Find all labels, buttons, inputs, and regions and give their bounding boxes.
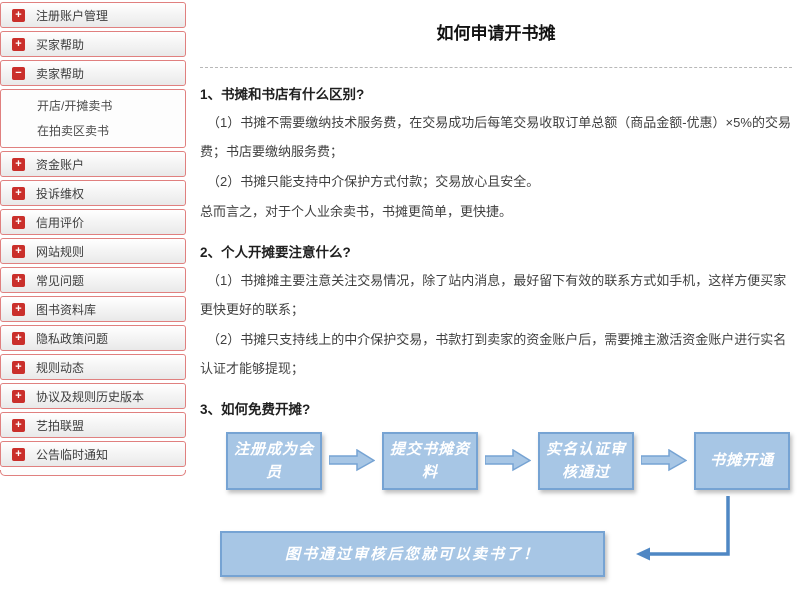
section-paragraphs: （1）书摊不需要缴纳技术服务费，在交易成功后每笔交易收取订单总额（商品金额-优惠…: [200, 108, 792, 226]
plus-icon[interactable]: +: [12, 331, 25, 345]
sidebar-item-label: 图书资料库: [36, 302, 97, 317]
plus-icon[interactable]: +: [12, 215, 25, 229]
sidebar-item[interactable]: + 艺拍联盟: [0, 412, 186, 438]
sidebar-item[interactable]: + 买家帮助: [0, 31, 186, 57]
sidebar-item-label: 常见问题: [36, 273, 85, 288]
flow-result-box: 图书通过审核后您就可以卖书了！: [220, 530, 605, 577]
sidebar-item[interactable]: + 公告临时通知: [0, 441, 186, 467]
flow-step-box: 注册成为会员: [226, 431, 322, 490]
page-title: 如何申请开书摊: [436, 24, 556, 44]
plus-icon[interactable]: +: [12, 360, 25, 374]
sidebar-item-label: 艺拍联盟: [36, 418, 85, 433]
plus-icon[interactable]: +: [12, 37, 25, 51]
sidebar-item-label: 买家帮助: [36, 37, 85, 52]
sidebar-item-label: 投诉维权: [36, 186, 85, 201]
sidebar-item[interactable]: + 常见问题: [0, 267, 186, 293]
plus-icon[interactable]: +: [12, 8, 25, 22]
right-arrow-icon: [329, 449, 375, 472]
sidebar-item-label: 信用评价: [36, 215, 85, 230]
paragraph: （2）书摊只能支持中介保护方式付款；交易放心且安全。: [207, 173, 540, 189]
main-content: 如何申请开书摊 1、书摊和书店有什么区别? （1）书摊不需要缴纳技术服务费，在交…: [200, 0, 792, 602]
sidebar-footer: [0, 470, 186, 476]
sidebar: + 注册账户管理 + 买家帮助 − 卖家帮助 开店/开摊卖书在拍卖区卖书 + 资…: [0, 2, 186, 476]
sidebar-subpanel: 开店/开摊卖书在拍卖区卖书: [0, 89, 186, 148]
sidebar-subitem[interactable]: 在拍卖区卖书: [37, 124, 110, 138]
flowchart: 注册成为会员 提交书摊资料 实名认证审核通过 书摊开通 图书通过审核后您就可以卖…: [200, 431, 792, 602]
sidebar-item[interactable]: + 隐私政策问题: [0, 325, 186, 351]
paragraph: 总而言之，对于个人业余卖书，书摊更简单，更快捷。: [200, 203, 513, 219]
title-divider: [200, 66, 792, 68]
flow-step-box: 书摊开通: [694, 431, 790, 490]
flow-step-box: 实名认证审核通过: [538, 431, 634, 490]
sidebar-item-label: 规则动态: [36, 360, 85, 375]
sidebar-item[interactable]: + 图书资料库: [0, 296, 186, 322]
sidebar-item-label: 协议及规则历史版本: [36, 389, 145, 404]
sidebar-item-label: 卖家帮助: [36, 66, 85, 81]
plus-icon[interactable]: +: [12, 389, 25, 403]
sidebar-item-label: 注册账户管理: [36, 8, 109, 23]
section-heading: 3、如何免费开摊?: [200, 401, 311, 417]
faq-section: 2、个人开摊要注意什么? （1）书摊摊主要注意关注交易情况，除了站内消息，最好留…: [200, 241, 792, 383]
faq-section: 3、如何免费开摊?: [200, 398, 792, 418]
right-arrow-icon: [485, 449, 531, 472]
faq-section: 1、书摊和书店有什么区别? （1）书摊不需要缴纳技术服务费，在交易成功后每笔交易…: [200, 83, 792, 226]
right-arrow-icon: [641, 449, 687, 472]
plus-icon[interactable]: +: [12, 302, 25, 316]
section-paragraphs: （1）书摊摊主要注意关注交易情况，除了站内消息，最好留下有效的联系方式如手机，这…: [200, 266, 792, 383]
plus-icon[interactable]: +: [12, 418, 25, 432]
sidebar-item[interactable]: + 信用评价: [0, 209, 186, 235]
flowchart-steps-row: 注册成为会员 提交书摊资料 实名认证审核通过 书摊开通: [200, 431, 792, 490]
sidebar-item[interactable]: + 网站规则: [0, 238, 186, 264]
faq-sections: 1、书摊和书店有什么区别? （1）书摊不需要缴纳技术服务费，在交易成功后每笔交易…: [200, 83, 792, 418]
minus-icon[interactable]: −: [12, 66, 25, 80]
flow-step-box: 提交书摊资料: [382, 431, 478, 490]
sidebar-item[interactable]: + 规则动态: [0, 354, 186, 380]
plus-icon[interactable]: +: [12, 186, 25, 200]
paragraph: （1）书摊摊主要注意关注交易情况，除了站内消息，最好留下有效的联系方式如手机，这…: [200, 272, 787, 317]
sidebar-item-label: 资金账户: [36, 157, 85, 172]
paragraph: （2）书摊只支持线上的中介保护交易，书款打到卖家的资金账户后，需要摊主激活资金账…: [200, 331, 787, 376]
plus-icon[interactable]: +: [12, 244, 25, 258]
sidebar-item-label: 网站规则: [36, 244, 85, 259]
sidebar-item[interactable]: + 协议及规则历史版本: [0, 383, 186, 409]
paragraph: （1）书摊不需要缴纳技术服务费，在交易成功后每笔交易收取订单总额（商品金额-优惠…: [200, 114, 791, 159]
sidebar-item-label: 公告临时通知: [36, 447, 109, 462]
sidebar-item[interactable]: + 注册账户管理: [0, 2, 186, 28]
section-heading: 2、个人开摊要注意什么?: [200, 244, 351, 260]
sidebar-item[interactable]: + 投诉维权: [0, 180, 186, 206]
plus-icon[interactable]: +: [12, 157, 25, 171]
plus-icon[interactable]: +: [12, 447, 25, 461]
sidebar-subitem[interactable]: 开店/开摊卖书: [37, 99, 113, 113]
sidebar-item[interactable]: − 卖家帮助: [0, 60, 186, 86]
sidebar-item-label: 隐私政策问题: [36, 331, 109, 346]
sidebar-item[interactable]: + 资金账户: [0, 151, 186, 177]
plus-icon[interactable]: +: [12, 273, 25, 287]
section-heading: 1、书摊和书店有什么区别?: [200, 86, 365, 102]
